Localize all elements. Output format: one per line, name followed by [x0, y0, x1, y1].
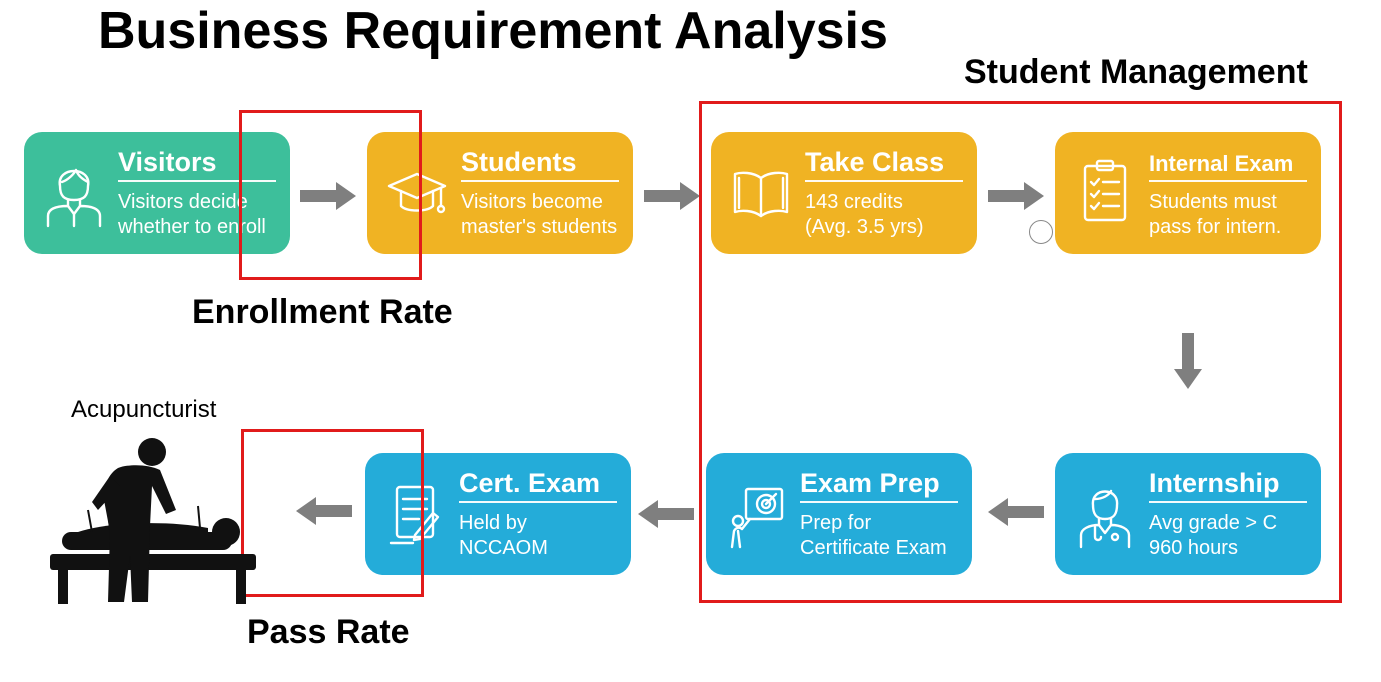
take-class-title: Take Class [805, 146, 963, 182]
pass-highlight-box [241, 429, 424, 597]
circle-marker [1029, 220, 1053, 244]
arrow-left-icon [988, 496, 1044, 528]
open-book-icon [731, 156, 791, 228]
students-title: Students [461, 146, 619, 182]
clipboard-checklist-icon [1075, 156, 1135, 228]
student-management-label: Student Management [964, 53, 1308, 91]
target-presentation-icon [726, 477, 786, 549]
visitors-card: Visitors Visitors decide whether to enro… [24, 132, 290, 254]
acupuncturist-label: Acupuncturist [71, 396, 217, 423]
arrow-left-icon [638, 498, 694, 530]
cert-exam-description: Held by NCCAOM [459, 512, 548, 559]
internship-description: Avg grade > C 960 hours [1149, 512, 1278, 559]
internship-title: Internship [1149, 467, 1307, 503]
students-card: Students Visitors become master's studen… [367, 132, 633, 254]
woman-avatar-icon [44, 156, 104, 228]
internal-exam-description: Students must pass for intern. [1149, 191, 1282, 238]
arrow-right-icon [300, 180, 356, 212]
pass-rate-label: Pass Rate [247, 613, 410, 651]
visitors-title: Visitors [118, 146, 276, 182]
arrow-right-icon [988, 180, 1044, 212]
students-description: Visitors become master's students [461, 191, 618, 238]
acupuncturist-icon [48, 436, 258, 606]
page-title: Business Requirement Analysis [98, 2, 888, 60]
internal-exam-title: Internal Exam [1149, 150, 1307, 182]
doctor-avatar-icon [1075, 477, 1135, 549]
arrow-down-icon [1172, 333, 1204, 389]
cert-exam-card: Cert. Exam Held by NCCAOM [365, 453, 631, 575]
graduation-cap-icon [387, 156, 447, 228]
take-class-description: 143 credits (Avg. 3.5 yrs) [805, 191, 924, 238]
visitors-description: Visitors decide whether to enroll [118, 191, 266, 238]
enrollment-highlight-box [239, 110, 422, 280]
internal-exam-card: Internal Exam Students must pass for int… [1055, 132, 1321, 254]
take-class-card: Take Class 143 credits (Avg. 3.5 yrs) [711, 132, 977, 254]
exam-prep-card: Exam Prep Prep for Certificate Exam [706, 453, 972, 575]
arrow-right-icon [644, 180, 700, 212]
exam-prep-title: Exam Prep [800, 467, 958, 503]
cert-exam-title: Cert. Exam [459, 467, 617, 503]
student-management-box [699, 101, 1342, 603]
exam-prep-description: Prep for Certificate Exam [800, 512, 947, 559]
internship-card: Internship Avg grade > C 960 hours [1055, 453, 1321, 575]
arrow-left-icon [296, 495, 352, 527]
enrollment-rate-label: Enrollment Rate [192, 293, 453, 331]
